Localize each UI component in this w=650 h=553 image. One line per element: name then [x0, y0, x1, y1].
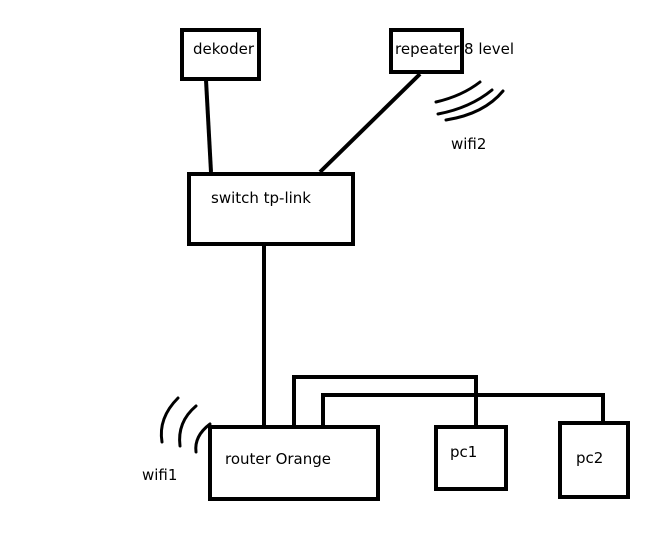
pc1-label: pc1 — [450, 443, 478, 461]
wifi1-signal-icon — [159, 396, 212, 454]
router-node — [208, 425, 380, 501]
dekoder-node — [180, 28, 261, 81]
wifi1-label: wifi1 — [142, 466, 178, 484]
link-dekoder-switch — [204, 79, 213, 173]
switch-label: switch tp-link — [211, 189, 311, 207]
pc1-node — [434, 425, 508, 491]
wifi2-label: wifi2 — [451, 135, 487, 153]
link-router-pc1 — [292, 375, 478, 428]
repeater-label: repeater 8 level — [395, 40, 515, 58]
router-label: router Orange — [225, 450, 331, 468]
pc2-node — [558, 421, 630, 499]
repeater-node — [389, 28, 464, 74]
link-repeater-switch — [318, 72, 422, 174]
switch-node — [187, 172, 355, 246]
wifi2-signal-icon — [434, 80, 505, 122]
dekoder-label: dekoder — [193, 40, 254, 58]
pc2-label: pc2 — [576, 449, 604, 467]
link-router-pc2 — [321, 393, 605, 428]
